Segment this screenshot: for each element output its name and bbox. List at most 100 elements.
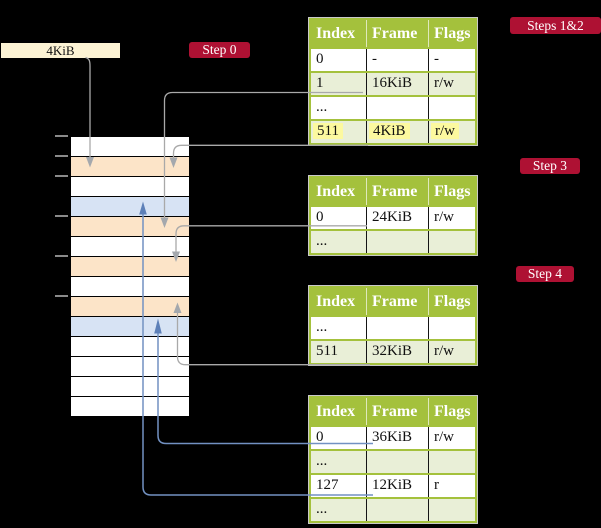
memory-tick (55, 175, 68, 177)
table-cell: ... (311, 451, 367, 473)
table-cell: 127 (311, 475, 367, 497)
table-cell: 16KiB (367, 73, 429, 95)
table-cell (429, 451, 475, 473)
column-header: Flags (434, 403, 471, 420)
memory-tick (55, 295, 68, 297)
memory-frame-white (71, 397, 189, 416)
memory-tick (55, 255, 68, 257)
table-cell: 12KiB (367, 475, 429, 497)
table-cell: ... (311, 499, 367, 521)
table-cell: 511 (311, 121, 367, 143)
badge-steps-1-2: Steps 1&2 (510, 17, 601, 34)
memory-tick (55, 155, 68, 157)
table-cell: 0 (311, 49, 367, 71)
table-cell: 0 (311, 427, 367, 449)
table-cell: 4KiB (367, 121, 429, 143)
table-cell: r/w (434, 429, 454, 445)
table-cell (367, 231, 429, 253)
pointer-entry511-to-4kib-frame (172, 144, 368, 158)
highlighted-value: 511 (313, 123, 343, 139)
table-cell: 0 (311, 207, 367, 229)
table-cell: ... (311, 317, 367, 339)
column-header: Frame (367, 20, 429, 47)
table-row: ... (311, 229, 475, 253)
table-cell: 511 (311, 341, 367, 363)
column-header: Flags (434, 183, 471, 200)
table-cell (429, 499, 475, 521)
memory-tick (55, 215, 68, 217)
memory-frame-blue (71, 317, 189, 337)
badge-step-3: Step 3 (520, 158, 580, 174)
table-row: ... (311, 315, 475, 339)
table-cell (367, 451, 429, 473)
table-cell (429, 231, 475, 253)
table-cell: ... (311, 231, 367, 253)
column-header: Frame (367, 178, 429, 205)
column-header: Frame (367, 398, 429, 425)
memory-frame-white (71, 377, 189, 397)
column-header: Index (311, 178, 367, 205)
column-header: Index (311, 398, 367, 425)
column-header: Frame (367, 288, 429, 315)
column-header: Index (311, 20, 367, 47)
memory-frame-blue (71, 197, 189, 217)
table-cell (367, 499, 429, 521)
highlighted-value: 4KiB (369, 123, 410, 139)
memory-frame-white (71, 177, 189, 197)
table-row: ... (311, 95, 475, 119)
memory-frame-white (71, 277, 189, 297)
table-cell (429, 317, 475, 339)
table-cell: 24KiB (367, 207, 429, 229)
table-cell: r/w (434, 209, 454, 225)
table-cell: r (434, 477, 439, 493)
table-cell: ... (311, 97, 367, 119)
table-row: ... (311, 497, 475, 521)
badge-step-4: Step 4 (516, 266, 574, 282)
memory-frame-peach (71, 157, 189, 177)
table-cell: 32KiB (367, 341, 429, 363)
column-header: Flags (434, 293, 471, 310)
memory-frame-peach (71, 257, 189, 277)
column-header: Flags (434, 25, 471, 42)
table-cell: - (367, 49, 429, 71)
memory-frame-white (71, 357, 189, 377)
memory-frame-white (71, 237, 189, 257)
table-cell: r/w (434, 343, 454, 359)
physical-memory-column (70, 136, 190, 417)
page-size-label: 4KiB (1, 43, 120, 58)
table-row: ... (311, 449, 475, 473)
memory-frame-peach (71, 217, 189, 237)
table-cell (429, 97, 475, 119)
table-cell: - (434, 51, 439, 67)
table-row: 511 4KiB r/w (311, 119, 475, 143)
table-cell: r/w (429, 121, 475, 143)
table-cell: 1 (311, 73, 367, 95)
memory-frame-peach (71, 297, 189, 317)
column-header: Index (311, 288, 367, 315)
badge-step-0: Step 0 (189, 42, 250, 58)
table-cell (367, 317, 429, 339)
table-cell: 36KiB (367, 427, 429, 449)
memory-tick (55, 135, 68, 137)
highlighted-value: r/w (431, 123, 459, 139)
table-row: 0-- (311, 47, 475, 71)
memory-frame-white (71, 337, 189, 357)
